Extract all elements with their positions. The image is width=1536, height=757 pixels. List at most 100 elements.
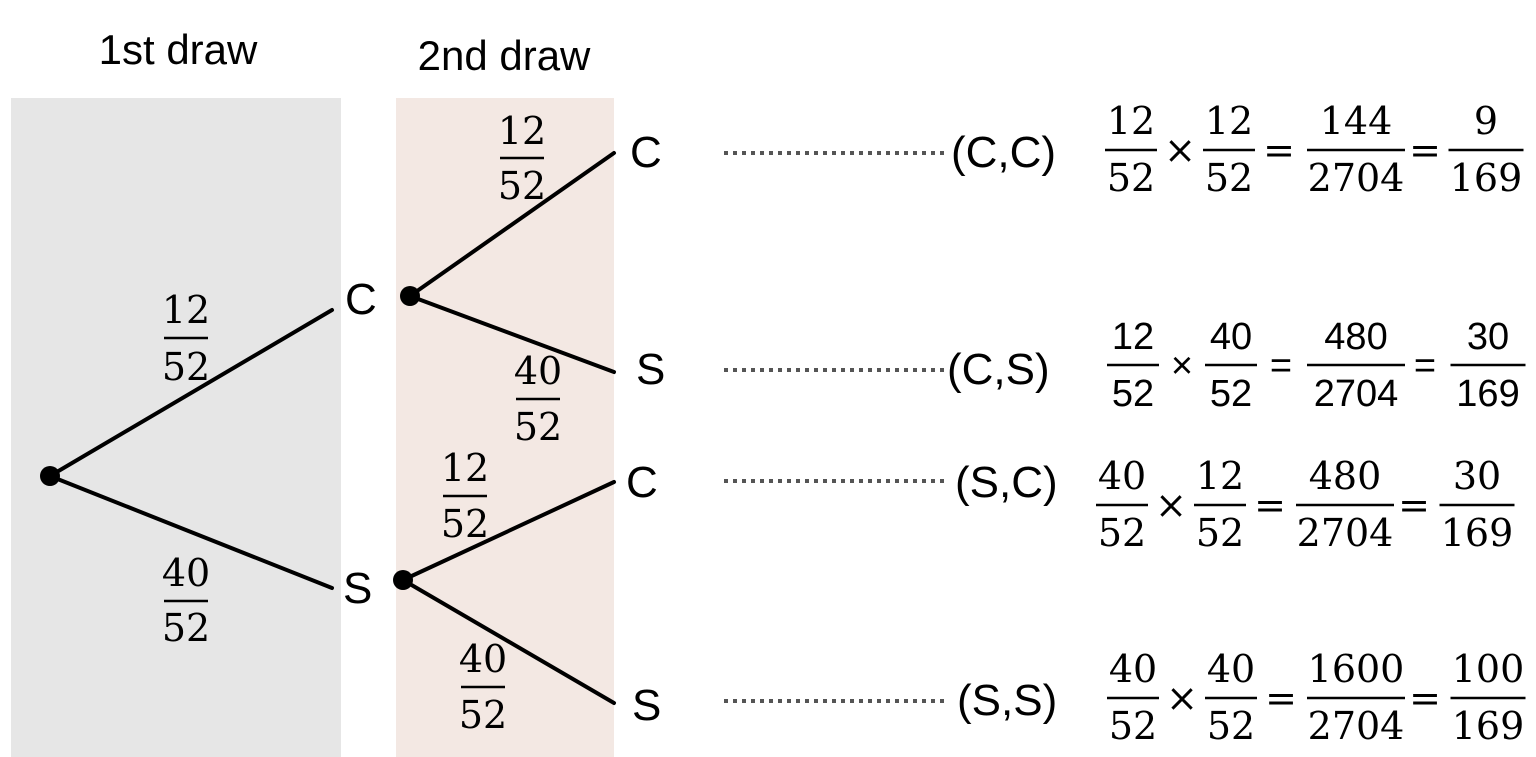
equation-fraction: 1600 2704 <box>1307 647 1405 748</box>
first-draw-panel <box>11 98 341 757</box>
fraction-numerator: 144 <box>1320 99 1393 143</box>
node-label-sc: C <box>626 458 658 507</box>
times-sign: × <box>1166 676 1198 720</box>
outcome-label-cs: (C,S) <box>947 345 1050 394</box>
fraction-numerator: 30 <box>1467 316 1509 358</box>
outcome-label-sc: (S,C) <box>955 458 1058 507</box>
fraction-numerator: 40 <box>1207 647 1255 691</box>
equals-sign: = <box>1265 676 1297 720</box>
times-sign: × <box>1171 345 1193 387</box>
fraction-denominator: 52 <box>1205 156 1253 200</box>
fraction-numerator: 40 <box>162 551 210 595</box>
fraction-denominator: 52 <box>498 164 546 208</box>
node-label-ss: S <box>632 681 661 730</box>
fraction-denominator: 52 <box>1210 373 1252 415</box>
fraction-numerator: 12 <box>1107 99 1155 143</box>
fraction-numerator: 12 <box>441 446 489 490</box>
fraction-numerator: 12 <box>1205 99 1253 143</box>
equals-sign: = <box>1263 128 1295 172</box>
outcome-equations: 1252125214427049169×==125240524802704301… <box>1096 99 1526 748</box>
fraction-denominator: 52 <box>441 502 489 546</box>
equals-sign: = <box>1409 128 1441 172</box>
branch-root-to-c <box>48 308 334 478</box>
fraction-denominator: 52 <box>162 606 210 650</box>
fraction-denominator: 52 <box>1098 511 1146 555</box>
node-label-cs: S <box>636 345 665 394</box>
fraction-denominator: 52 <box>1207 704 1255 748</box>
fraction-numerator: 1600 <box>1308 647 1405 691</box>
branch-prob-s-to-s: 40 52 <box>459 637 507 737</box>
first-draw-header: 1st draw <box>99 26 258 73</box>
fraction-numerator: 12 <box>1196 454 1244 498</box>
times-sign: × <box>1164 128 1196 172</box>
branch-s-to-s <box>401 578 616 705</box>
fraction-numerator: 40 <box>1210 316 1252 358</box>
fraction-numerator: 30 <box>1453 454 1501 498</box>
root-node <box>40 466 60 486</box>
fraction-denominator: 52 <box>1107 156 1155 200</box>
branch-s-to-c <box>401 480 616 582</box>
s-node <box>393 570 413 590</box>
branch-root-to-s <box>48 474 334 590</box>
fraction-denominator: 52 <box>1112 373 1154 415</box>
node-label-first-s: S <box>343 564 372 613</box>
fraction-denominator: 52 <box>459 693 507 737</box>
fraction-numerator: 40 <box>1109 647 1157 691</box>
branch-prob-s-to-c: 12 52 <box>441 446 489 546</box>
branch-prob-c-to-s: 40 52 <box>514 349 562 449</box>
fraction-numerator: 12 <box>498 109 546 153</box>
fraction-denominator: 2704 <box>1297 511 1394 555</box>
equals-sign: = <box>1398 483 1430 527</box>
equation-fraction: 480 2704 <box>1296 454 1394 555</box>
branch-prob-root-to-s: 40 52 <box>162 551 210 650</box>
fraction-denominator: 2704 <box>1308 704 1405 748</box>
fraction-numerator: 40 <box>514 349 562 393</box>
fraction-numerator: 12 <box>162 288 210 332</box>
equals-sign: = <box>1414 345 1436 387</box>
fraction-numerator: 40 <box>1098 454 1146 498</box>
fraction-numerator: 480 <box>1309 454 1382 498</box>
equation-fraction: 144 2704 <box>1307 99 1405 200</box>
fraction-numerator: 9 <box>1474 99 1498 143</box>
second-draw-panel <box>396 98 614 757</box>
times-sign: × <box>1155 483 1187 527</box>
fraction-denominator: 2704 <box>1308 156 1405 200</box>
fraction-denominator: 2704 <box>1314 373 1399 415</box>
second-draw-header: 2nd draw <box>418 32 591 79</box>
fraction-denominator: 52 <box>162 345 210 389</box>
c-node <box>400 286 420 306</box>
fraction-denominator: 52 <box>1109 704 1157 748</box>
fraction-denominator: 169 <box>1452 704 1525 748</box>
fraction-denominator: 52 <box>514 405 562 449</box>
branch-c-to-s <box>408 294 616 374</box>
fraction-denominator: 169 <box>1441 511 1514 555</box>
fraction-denominator: 52 <box>1196 511 1244 555</box>
equals-sign: = <box>1409 676 1441 720</box>
branch-c-to-c <box>408 151 616 298</box>
outcome-label-ss: (S,S) <box>957 676 1057 725</box>
fraction-denominator: 169 <box>1450 156 1523 200</box>
outcome-label-cc: (C,C) <box>951 128 1056 177</box>
branch-prob-root-to-c: 12 52 <box>162 288 210 389</box>
fraction-denominator: 169 <box>1456 373 1519 415</box>
fraction-numerator: 40 <box>459 637 507 681</box>
branch-prob-c-to-c: 12 52 <box>498 109 546 208</box>
fraction-numerator: 100 <box>1452 647 1525 691</box>
